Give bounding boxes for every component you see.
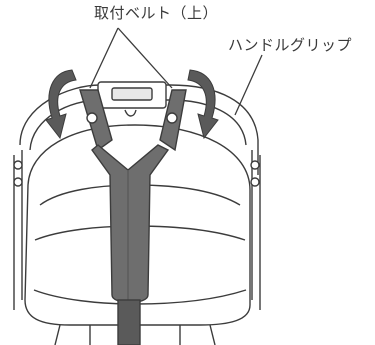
frame-joint-right-2 — [250, 177, 260, 187]
frame-right — [251, 150, 261, 310]
leader-line-left-belt — [89, 27, 119, 89]
attachment-belt-upper-label: 取付ベルト（上） — [94, 4, 219, 22]
rotation-arrows — [45, 69, 219, 140]
bracket-hook — [124, 109, 137, 117]
handle-bar — [19, 84, 259, 175]
frame-left — [13, 150, 23, 310]
strap-left-ring — [86, 112, 98, 124]
frame-joint-left-2 — [13, 177, 23, 187]
handle-grip-label: ハンドルグリップ — [228, 36, 353, 54]
frame-joint-right — [250, 160, 260, 170]
frame-joint-left — [13, 160, 23, 170]
bracket-slot — [111, 87, 153, 101]
leader-line-right-belt — [117, 27, 173, 89]
harness-straps — [79, 89, 187, 345]
lower-frame — [54, 324, 216, 345]
arrow-right-icon — [187, 69, 219, 140]
strap-bottom — [117, 299, 141, 345]
arrow-left-icon — [45, 69, 77, 140]
leader-line-handle-grip — [234, 54, 263, 116]
leader-lines — [89, 27, 263, 116]
strap-right-ring — [166, 112, 178, 124]
top-bracket — [97, 81, 167, 117]
